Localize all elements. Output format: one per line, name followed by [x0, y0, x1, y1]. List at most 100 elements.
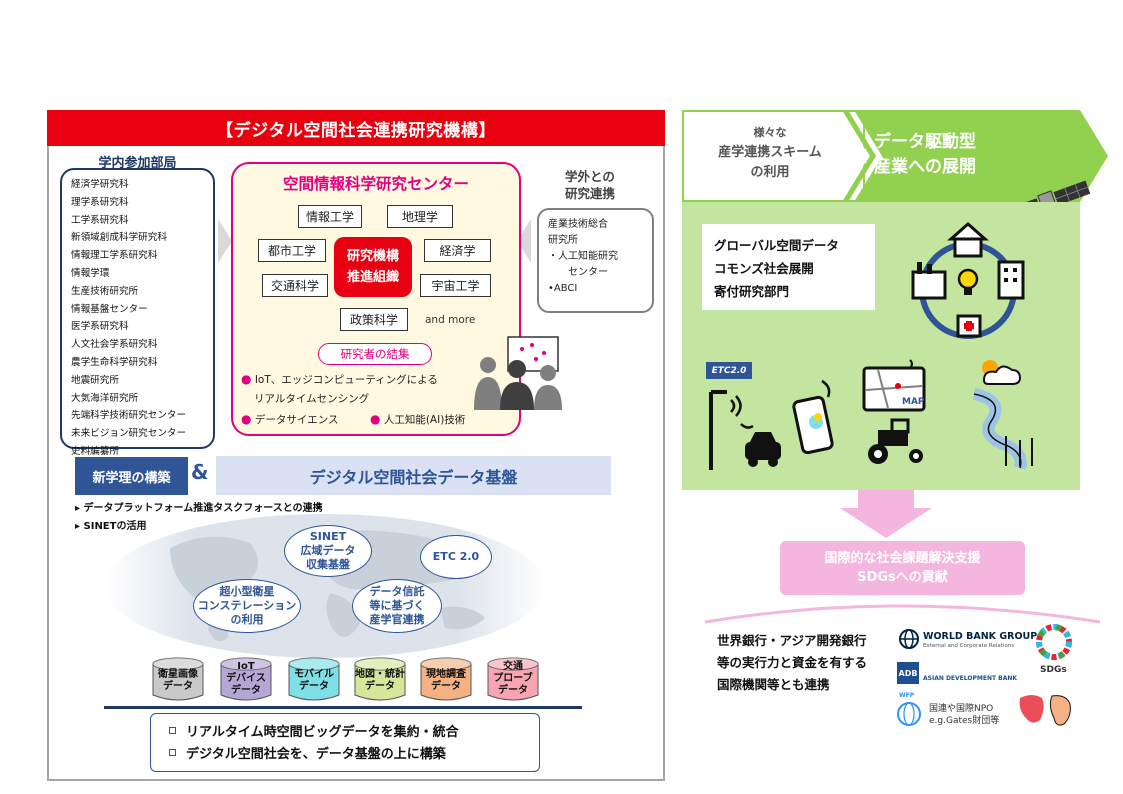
africa-map-icon [1012, 690, 1078, 730]
external-box: 産業技術総合 研究所 ・人工知能研究 センター •ABCI [537, 208, 654, 313]
platform-bullet-2: ▸ SINETの活用 [75, 521, 147, 532]
square-bullet-icon [169, 749, 176, 756]
wfp-logo-icon [897, 702, 921, 726]
weather-river-icon [972, 360, 1033, 470]
smart-city-icon [911, 222, 1025, 339]
external-heading: 学外との 研究連携 [564, 169, 615, 201]
cylinder-label: 衛星画像データ [158, 669, 198, 692]
npo-line1: 国連や国際NPO [929, 704, 994, 714]
bullet-iot: ● IoT、エッジコンピューティングによる [241, 372, 438, 386]
scheme-text: 様々な 産学連携スキーム の利用 [718, 126, 822, 180]
department-item: 先端科学技術研究センター [71, 410, 187, 422]
database-icon [420, 657, 472, 701]
new-principle-label: 新学理の構築 [75, 457, 188, 495]
cylinder-label: モバイルデータ [294, 669, 334, 692]
department-item: 生産技術研究所 [71, 285, 139, 297]
and-more: and more [425, 314, 476, 326]
bullet-datascience: ● データサイエンス [241, 412, 339, 426]
database-icon [354, 657, 406, 701]
square-bullet-icon [169, 727, 176, 734]
field-economics: 経済学 [424, 239, 491, 262]
core-line1: 研究機構 [346, 249, 399, 264]
ampersand: & [191, 460, 209, 484]
bullet-dot-icon: ● [370, 412, 381, 426]
cylinder-label: 地図・統計データ [355, 669, 405, 692]
map-tractor-icon: MAP [862, 359, 926, 464]
down-arrow-icon [840, 490, 932, 538]
department-item: 大気海洋研究所 [71, 392, 139, 404]
map-label: MAP [902, 397, 925, 407]
sdgs-text: SDGs [1040, 665, 1067, 675]
bullet-dot-icon: ● [241, 412, 252, 426]
adb-logo: ADB [897, 662, 919, 684]
arc-divider [704, 604, 1101, 624]
field-transport: 交通科学 [262, 274, 328, 297]
center-title: 空間情報科学研究センター [282, 175, 469, 193]
data-cylinder: 地図・統計データ [354, 657, 406, 702]
department-item: 史料編纂所 [71, 445, 119, 457]
field-policy: 政策科学 [340, 308, 408, 331]
divider [104, 706, 582, 709]
smartphone-icon [792, 379, 834, 455]
bubble-satellite: 超小型衛星 コンステレーション の利用 [193, 579, 301, 633]
center-box [231, 162, 521, 436]
npo-line2: e.g.Gates財団等 [929, 716, 1000, 726]
sdgs-wheel-icon [1036, 624, 1072, 660]
department-item: 地震研究所 [71, 374, 119, 386]
departments-heading: 学内参加部局 [98, 156, 177, 171]
sdgs-label: 国際的な社会課題解決支援 SDGsへの貢献 [780, 541, 1025, 595]
bubble-etc: ETC 2.0 [420, 535, 492, 579]
department-item: 情報学環 [71, 267, 110, 279]
department-item: 工学系研究科 [71, 214, 129, 226]
org-title: 【デジタル空間社会連携研究機構】 [47, 110, 665, 146]
summary-2: デジタル空間社会を、データ基盤の上に構築 [169, 744, 539, 766]
summary-1: リアルタイム時空間ビッグデータを集約・統合 [169, 722, 539, 744]
wbg-name: WORLD BANK GROUP [923, 631, 1038, 642]
field-space-eng: 宇宙工学 [420, 274, 491, 297]
bullet-ai: ● 人工知能(AI)技術 [370, 412, 466, 426]
department-item: 理学系研究科 [71, 196, 129, 208]
field-urban-eng: 都市工学 [258, 239, 326, 262]
data-cylinder: モバイルデータ [288, 657, 340, 702]
wbg-sub: External and Corporate Relations [923, 643, 1015, 649]
scheme-box [682, 110, 865, 202]
platform-bullet-1: ▸ データプラットフォーム推進タスクフォースとの連携 [75, 503, 323, 514]
cylinder-label: 交通プローブデータ [493, 661, 533, 696]
adb-name: ASIAN DEVELOPMENT BANK [923, 675, 1018, 682]
global-commons-box: グローバル空間データ コモンズ社会展開 寄付研究部門 [702, 224, 875, 310]
world-bank-logo-icon [899, 629, 919, 649]
departments-box: 経済学研究科理学系研究科工学系研究科新領域創成科学研究科情報理工学系研究科情報学… [60, 168, 215, 457]
core-line2: 推進組織 [346, 270, 399, 285]
data-cylinder: 交通プローブデータ [487, 657, 539, 702]
researchers-icon [474, 336, 562, 410]
green-arrow-banner [842, 110, 1108, 202]
bubble-trust: データ信託 等に基づく 産学官連携 [352, 579, 442, 633]
cylinder-label: 現地調査データ [426, 669, 466, 692]
department-item: 情報基盤センター [71, 303, 148, 315]
bubble-sinet: SINET 広域データ 収集基盤 [284, 525, 372, 577]
summary-box: リアルタイム時空間ビッグデータを集約・統合 デジタル空間社会を、データ基盤の上に… [150, 713, 540, 772]
department-item: 農学生命科学研究科 [71, 356, 158, 368]
department-item: 経済学研究科 [71, 179, 129, 190]
data-cylinder: 衛星画像データ [152, 657, 204, 702]
wfp-text: WFP [899, 692, 915, 699]
platform-title: デジタル空間社会データ基盤 [216, 456, 611, 495]
database-icon [152, 657, 204, 701]
field-geography: 地理学 [387, 205, 453, 228]
arrow-right-icon [218, 219, 232, 263]
database-icon [288, 657, 340, 701]
department-item: 未来ビジョン研究センター [71, 428, 187, 440]
data-driven-title: データ駆動型 産業への展開 [874, 132, 976, 177]
core-organization: 研究機構 推進組織 [334, 237, 412, 297]
data-cylinder: 現地調査データ [420, 657, 472, 702]
field-info-eng: 情報工学 [298, 205, 362, 228]
bullet-dot-icon: ● [241, 372, 252, 386]
database-icon [220, 657, 272, 701]
department-item: 医学系研究科 [71, 321, 129, 333]
department-item: 情報理工学系研究科 [71, 250, 158, 262]
database-icon [487, 657, 539, 701]
department-item: 新領域創成科学研究科 [71, 232, 167, 244]
etc-label: ETC2.0 [706, 362, 752, 379]
